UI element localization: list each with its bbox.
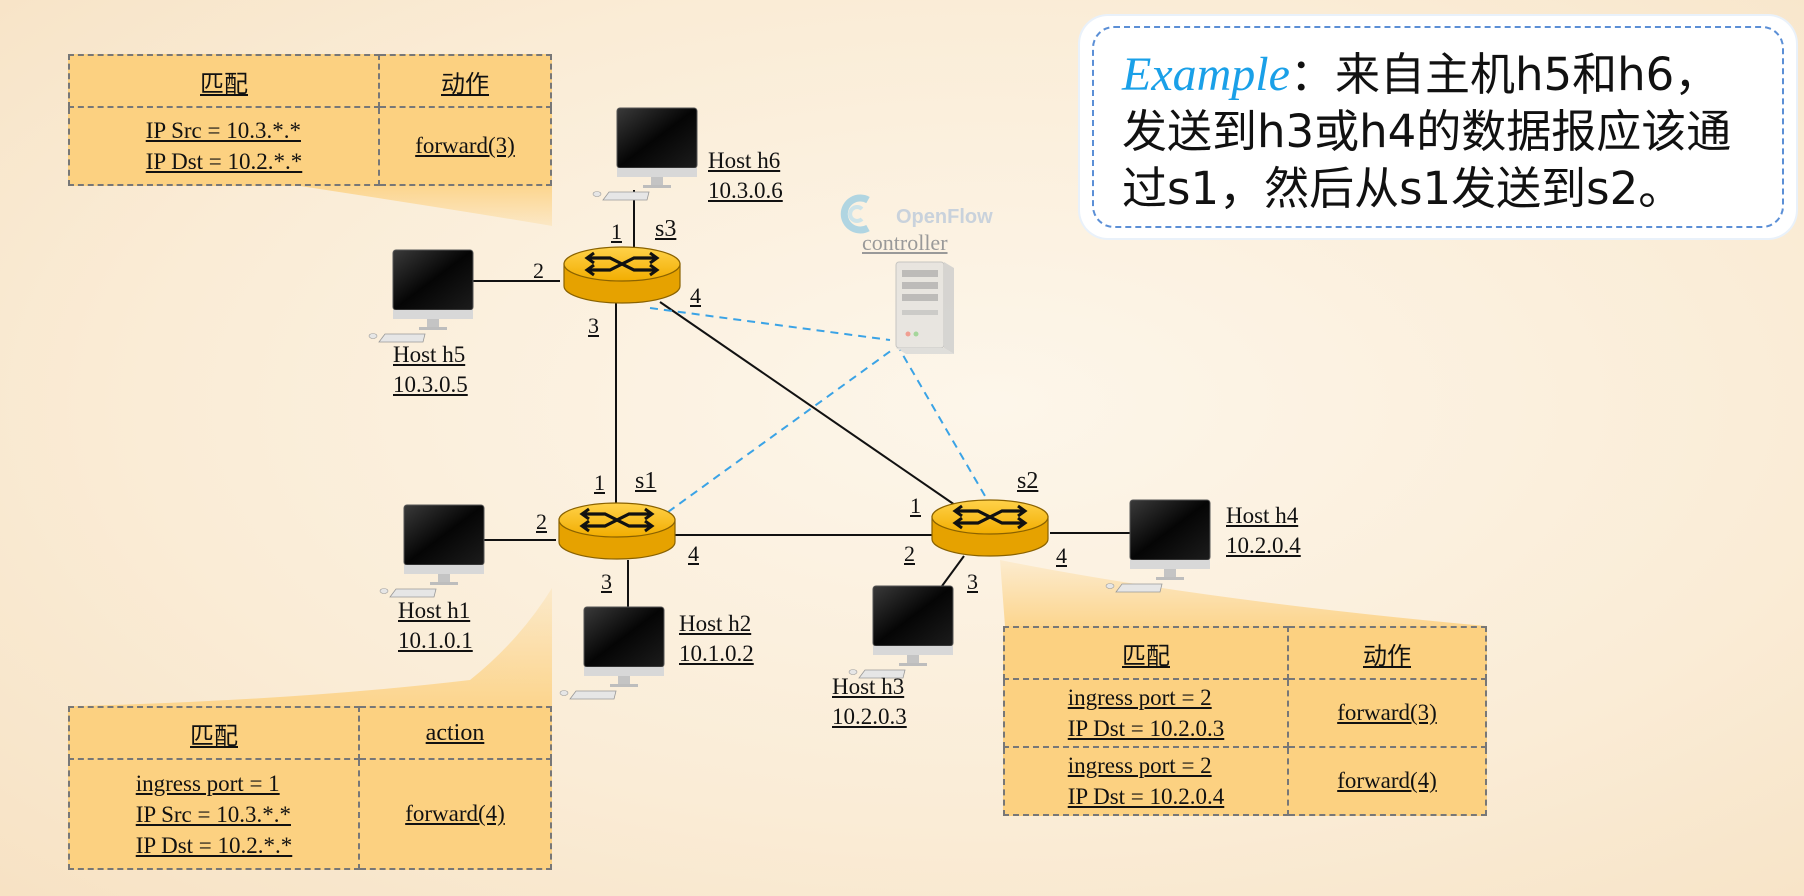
s2-port-1: 1 <box>910 493 921 518</box>
switch-s2-name: s2 <box>1017 468 1039 494</box>
action-value: forward(3) <box>1337 700 1437 725</box>
host-h5-label: Host h5 10.3.0.5 <box>393 340 468 400</box>
host-h3-computer-icon[interactable] <box>848 585 954 679</box>
ctrl-link-s3 <box>649 307 891 341</box>
s2-action-cell: forward(3) <box>1287 678 1487 748</box>
controller-label: controller <box>862 230 948 255</box>
s1-port-3: 3 <box>601 569 612 594</box>
s1-table-callout <box>80 588 552 706</box>
host-h1-name: Host h1 <box>398 598 471 623</box>
host-h1-label: Host h1 10.1.0.1 <box>398 596 473 656</box>
s1-flow-table-header: 匹配 action <box>68 706 552 760</box>
s2-match-header: 匹配 <box>1003 626 1289 680</box>
s2-action-cell: forward(4) <box>1287 746 1487 816</box>
ctrl-link-s1 <box>667 349 893 513</box>
match-line: IP Dst = 10.2.0.4 <box>1067 784 1225 809</box>
table-row: ingress port = 2 IP Dst = 10.2.0.4 forwa… <box>1003 746 1487 816</box>
s1-port-1: 1 <box>594 470 605 495</box>
host-h4-label: Host h4 10.2.0.4 <box>1226 501 1301 561</box>
s1-flow-table: 匹配 action ingress port = 1 IP Src = 10.3… <box>68 706 552 870</box>
host-h6-name: Host h6 <box>708 148 781 173</box>
s2-flow-table-header: 匹配 动作 <box>1003 626 1487 680</box>
table-row: ingress port = 1 IP Src = 10.3.*.* IP Ds… <box>68 758 552 870</box>
s3-port-3: 3 <box>588 313 599 338</box>
switch-s1-icon[interactable] <box>557 501 677 561</box>
s3-port-1: 1 <box>611 219 622 244</box>
s2-flow-table: 匹配 动作 ingress port = 2 IP Dst = 10.2.0.3… <box>1003 626 1487 816</box>
host-h3-label: Host h3 10.2.0.3 <box>832 672 907 732</box>
host-h1-computer-icon[interactable] <box>379 504 485 598</box>
match-line: IP Dst = 10.2.0.3 <box>1067 716 1225 741</box>
s1-action-cell: forward(4) <box>358 758 552 870</box>
s1-action-header: action <box>358 706 552 760</box>
example-text: ：来自主机h5和h6，发送到h3或h4的数据报应该通过s1，然后从s1发送到s2… <box>1122 48 1732 215</box>
host-h1-ip: 10.1.0.1 <box>398 628 473 653</box>
s3-port-4: 4 <box>690 283 701 308</box>
host-h4-ip: 10.2.0.4 <box>1226 533 1301 558</box>
host-h5-ip: 10.3.0.5 <box>393 372 468 397</box>
match-line: ingress port = 1 <box>135 770 280 796</box>
example-callout-inner: Example：来自主机h5和h6，发送到h3或h4的数据报应该通过s1，然后从… <box>1092 26 1784 228</box>
link-s2-h3 <box>941 555 965 587</box>
host-h3-name: Host h3 <box>832 674 905 699</box>
table-row: IP Src = 10.3.*.* IP Dst = 10.2.*.* forw… <box>68 106 552 186</box>
s1-port-2: 2 <box>536 509 547 534</box>
openflow-logo-text: OpenFlow <box>896 206 993 228</box>
switch-s1-name: s1 <box>635 468 657 494</box>
match-line: IP Dst = 10.2.*.* <box>135 832 293 858</box>
match-line: IP Dst = 10.2.*.* <box>145 149 303 174</box>
link-s3-s2 <box>659 301 956 506</box>
s3-action-header: 动作 <box>378 54 552 108</box>
s2-port-4: 4 <box>1056 543 1067 568</box>
match-line: IP Src = 10.3.*.* <box>145 118 301 143</box>
s3-table-callout <box>70 186 552 226</box>
s1-match-header: 匹配 <box>68 706 360 760</box>
s2-port-2: 2 <box>904 541 915 566</box>
s2-match-cell: ingress port = 2 IP Dst = 10.2.0.4 <box>1003 746 1289 816</box>
host-h6-computer-icon[interactable] <box>592 107 698 201</box>
control-links <box>649 307 993 513</box>
s3-flow-table: 匹配 动作 IP Src = 10.3.*.* IP Dst = 10.2.*.… <box>68 54 552 186</box>
s3-action-cell: forward(3) <box>378 106 552 186</box>
switch-s3-name: s3 <box>655 216 677 242</box>
host-h5-computer-icon[interactable] <box>368 249 474 343</box>
example-callout: Example：来自主机h5和h6，发送到h3或h4的数据报应该通过s1，然后从… <box>1080 16 1796 238</box>
s1-match-cell: ingress port = 1 IP Src = 10.3.*.* IP Ds… <box>68 758 360 870</box>
switch-s2-icon[interactable] <box>930 498 1050 558</box>
host-h4-computer-icon[interactable] <box>1105 499 1211 593</box>
s3-port-2: 2 <box>533 258 544 283</box>
s1-port-4: 4 <box>688 541 699 566</box>
host-h2-computer-icon[interactable] <box>559 606 665 700</box>
s3-match-cell: IP Src = 10.3.*.* IP Dst = 10.2.*.* <box>68 106 380 186</box>
table-row: ingress port = 2 IP Dst = 10.2.0.3 forwa… <box>1003 678 1487 748</box>
host-h3-ip: 10.2.0.3 <box>832 704 907 729</box>
s2-port-3: 3 <box>967 569 978 594</box>
openflow-logo-icon <box>840 194 870 234</box>
s3-match-header: 匹配 <box>68 54 380 108</box>
match-line: ingress port = 2 <box>1067 685 1212 710</box>
ctrl-link-s2 <box>899 349 993 509</box>
action-value: forward(4) <box>1337 768 1437 793</box>
example-keyword: Example <box>1122 48 1290 101</box>
s2-action-header: 动作 <box>1287 626 1487 680</box>
host-h6-label: Host h6 10.3.0.6 <box>708 146 783 206</box>
host-h4-name: Host h4 <box>1226 503 1299 528</box>
s3-flow-table-header: 匹配 动作 <box>68 54 552 108</box>
s2-table-callout <box>1000 560 1486 626</box>
match-line: ingress port = 2 <box>1067 753 1212 778</box>
host-h5-name: Host h5 <box>393 342 466 367</box>
host-h6-ip: 10.3.0.6 <box>708 178 783 203</box>
s2-match-cell: ingress port = 2 IP Dst = 10.2.0.3 <box>1003 678 1289 748</box>
host-h2-name: Host h2 <box>679 611 752 636</box>
action-value: forward(3) <box>415 133 515 158</box>
controller-server-icon <box>895 261 954 354</box>
switch-s3-icon[interactable] <box>562 245 682 305</box>
host-h2-ip: 10.1.0.2 <box>679 641 754 666</box>
action-value: forward(4) <box>405 801 505 826</box>
host-h2-label: Host h2 10.1.0.2 <box>679 609 754 669</box>
match-line: IP Src = 10.3.*.* <box>135 801 291 827</box>
